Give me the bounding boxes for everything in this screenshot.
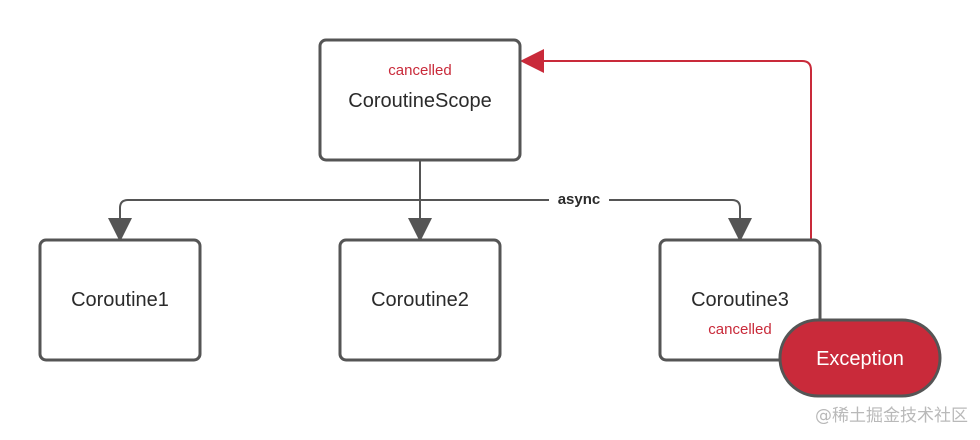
node-coroutine3: Coroutine3 cancelled bbox=[658, 238, 822, 362]
connectors: async bbox=[108, 49, 812, 242]
node-box bbox=[318, 38, 522, 162]
coroutine2-label: Coroutine2 bbox=[371, 289, 469, 311]
connector-to-coroutine3 bbox=[420, 199, 752, 242]
scope-label: CoroutineScope bbox=[348, 90, 491, 112]
watermark: @稀土掘金技术社区 bbox=[815, 406, 968, 426]
node-box bbox=[38, 238, 202, 362]
node-box bbox=[658, 238, 822, 362]
edge-label-bg bbox=[549, 189, 609, 209]
edge-label-async: async bbox=[558, 191, 601, 208]
exception-pill bbox=[778, 318, 942, 398]
node-coroutine2: Coroutine2 bbox=[338, 238, 502, 362]
scope-status-label: cancelled bbox=[388, 62, 451, 79]
node-box bbox=[338, 238, 502, 362]
coroutine3-label: Coroutine3 bbox=[691, 289, 789, 311]
node-exception: Exception bbox=[778, 318, 942, 398]
node-coroutine1: Coroutine1 bbox=[38, 238, 202, 362]
exception-propagation-arrow bbox=[520, 49, 812, 240]
node-coroutine-scope: cancelled CoroutineScope bbox=[318, 38, 522, 162]
exception-label: Exception bbox=[816, 348, 904, 370]
coroutine3-status-label: cancelled bbox=[708, 321, 771, 338]
coroutine1-label: Coroutine1 bbox=[71, 289, 169, 311]
connector-to-coroutine1 bbox=[108, 199, 420, 242]
